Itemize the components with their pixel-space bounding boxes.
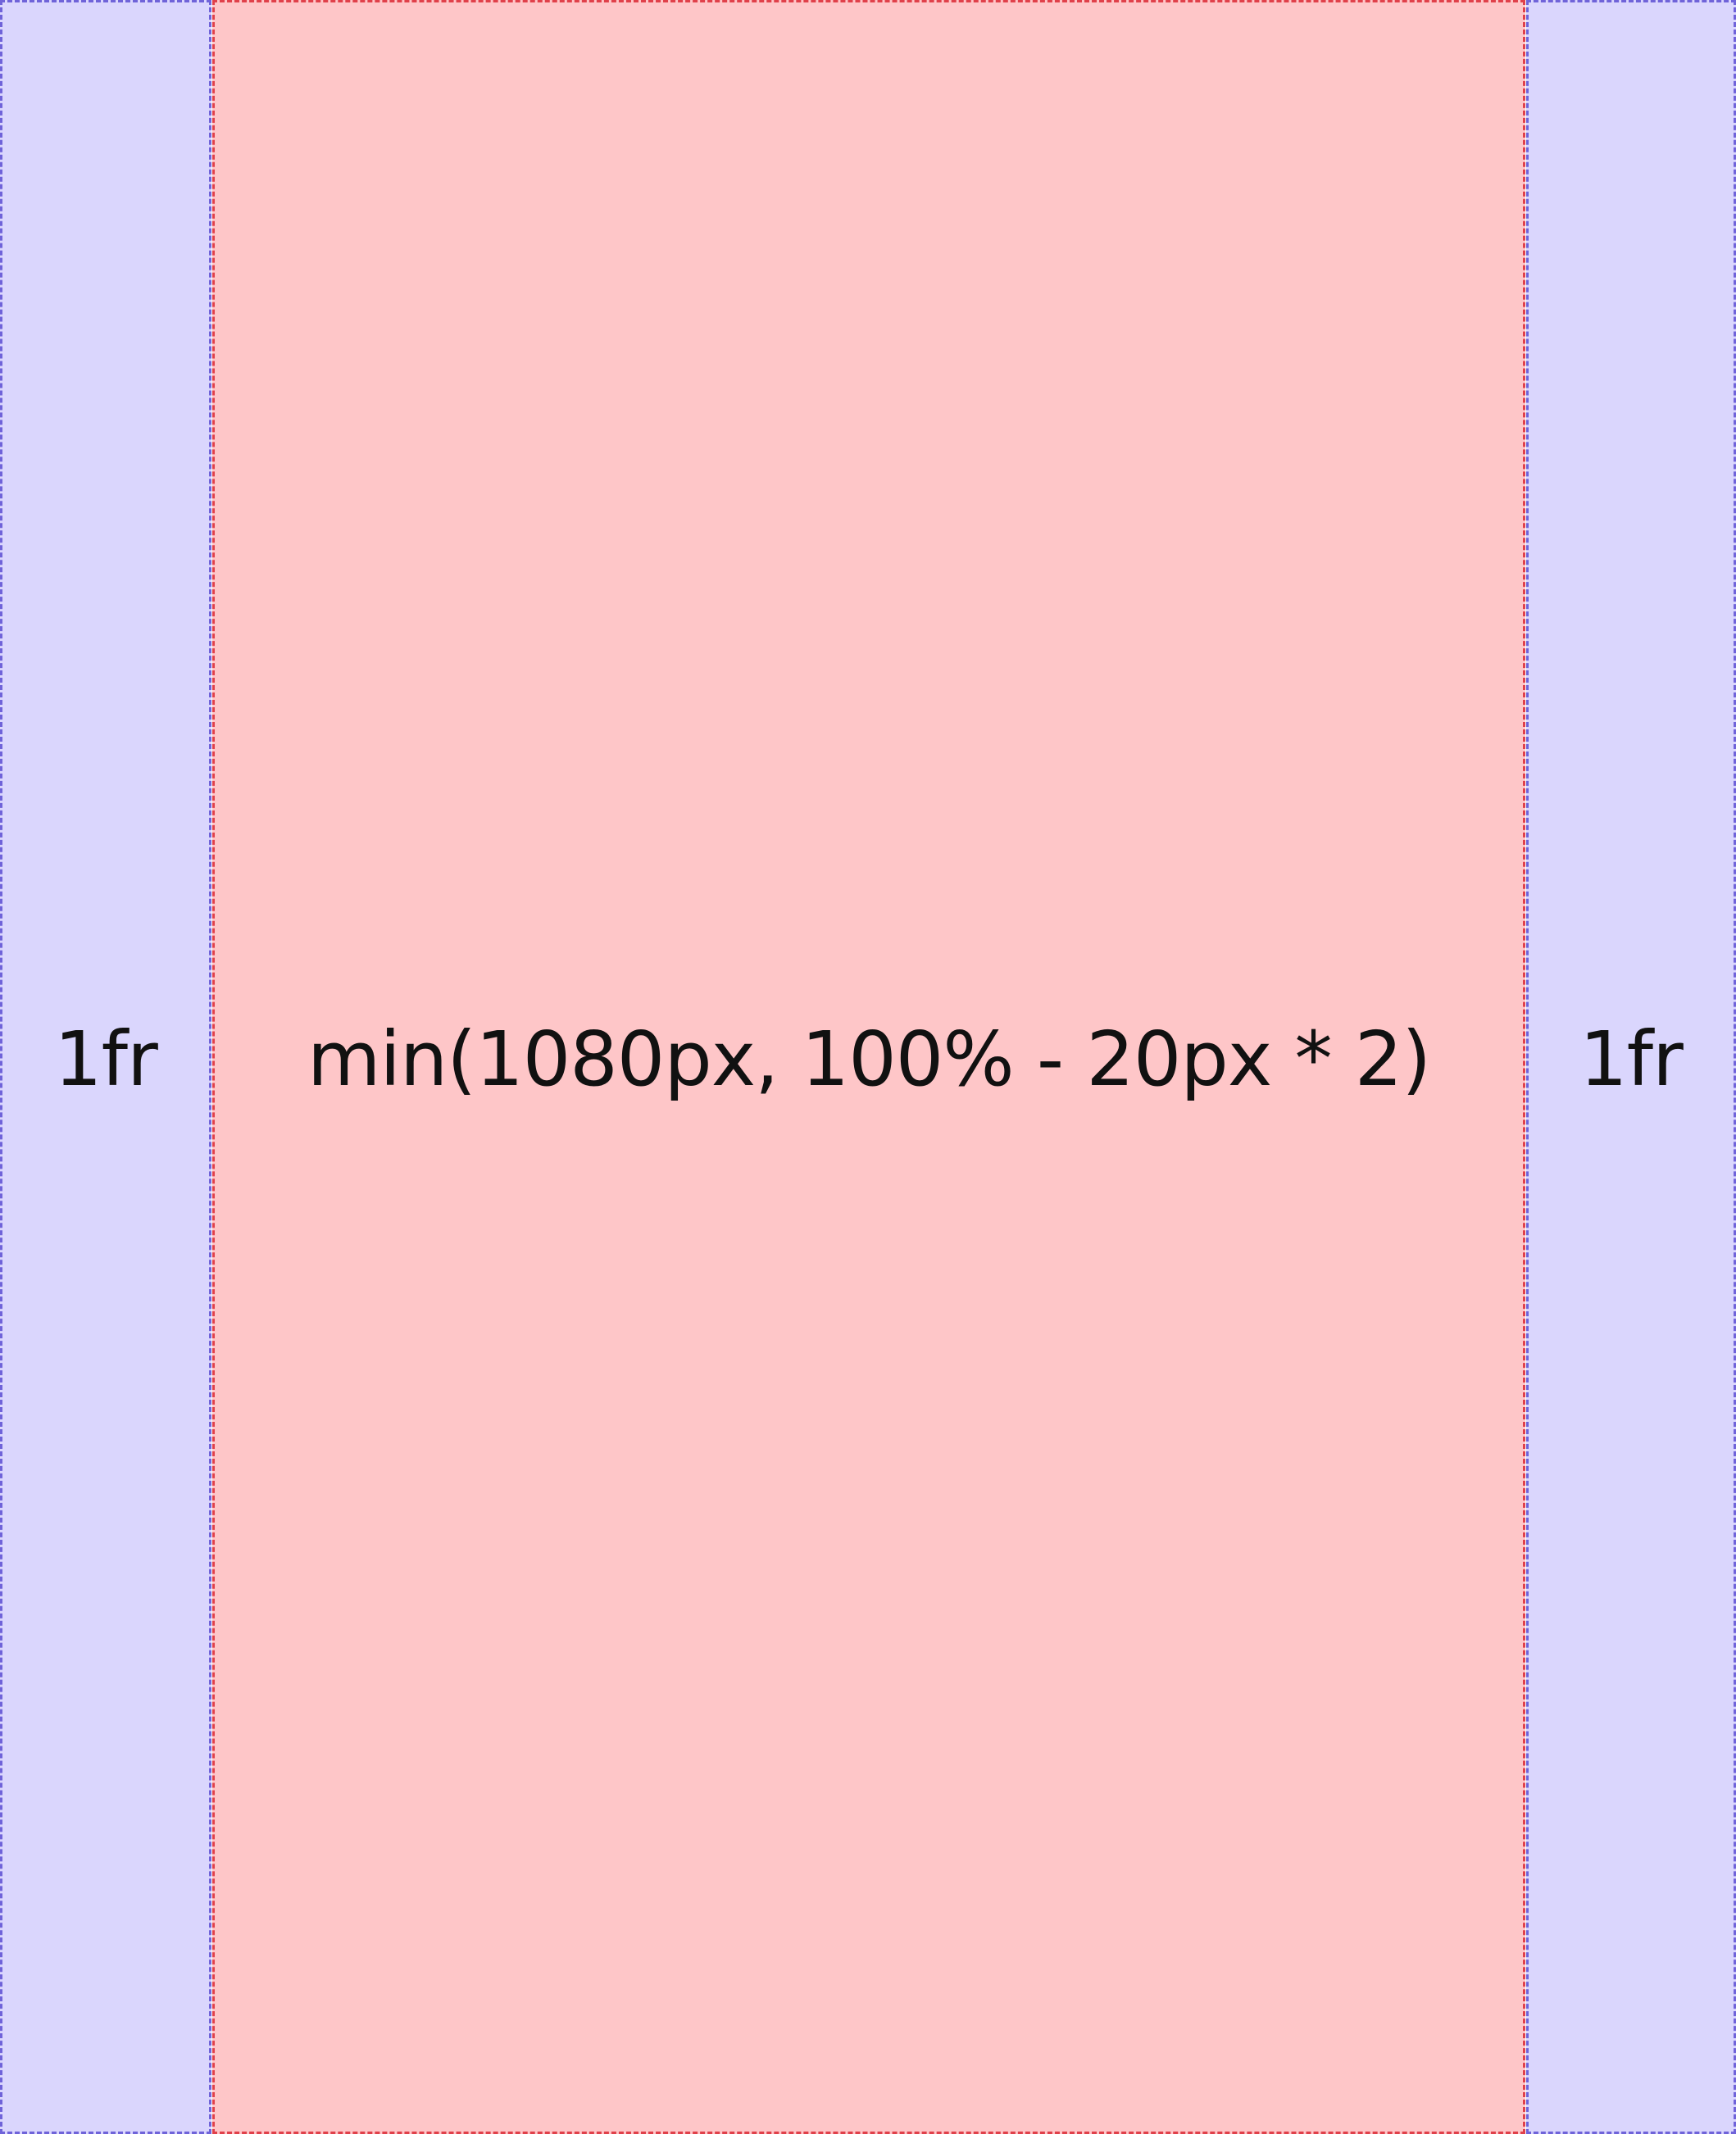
right-column-track: 1fr [1526,0,1736,2134]
center-column-label: min(1080px, 100% - 20px * 2) [307,1015,1431,1103]
left-column-label: 1fr [54,1015,158,1103]
right-column-label: 1fr [1579,1015,1684,1103]
left-column-track: 1fr [0,0,211,2134]
center-column-track: min(1080px, 100% - 20px * 2) [212,0,1525,2134]
